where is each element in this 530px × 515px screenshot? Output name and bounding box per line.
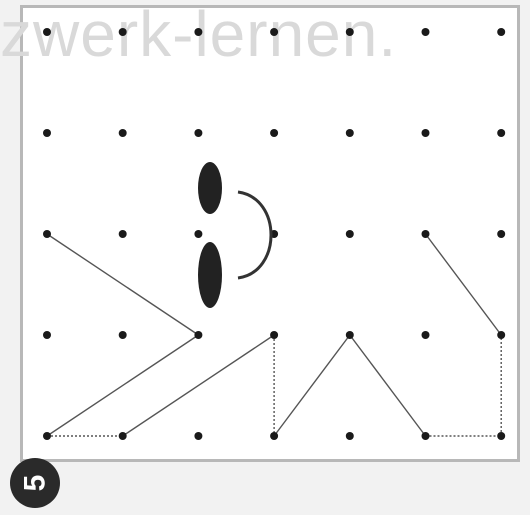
grid-dot [497,129,505,137]
grid-dot [497,28,505,36]
grid-dot [270,129,278,137]
grid-dot [270,28,278,36]
connecting-line [350,335,426,436]
grid-dot [43,129,51,137]
grid-dot [119,28,127,36]
smile-icon [238,192,271,278]
grid-dot [346,331,354,339]
grid-dot [194,230,202,238]
face-layer [198,162,271,308]
grid-dot [194,129,202,137]
grid-dot [194,331,202,339]
grid-dot [497,331,505,339]
grid-dot [422,331,430,339]
grid-dot [422,129,430,137]
connecting-line [47,335,198,436]
grid-dot [270,432,278,440]
grid-dot [43,432,51,440]
grid-dot [43,28,51,36]
connecting-line [426,234,502,335]
grid-dot [422,230,430,238]
grid-dot [119,230,127,238]
connecting-line [47,234,198,335]
exercise-number: 5 [18,475,52,492]
grid-dot [43,331,51,339]
grid-dot [422,432,430,440]
connecting-line [274,335,350,436]
grid-dot [497,230,505,238]
dot-grid-figure [0,0,530,470]
grid-dot [346,432,354,440]
grid-dot [270,331,278,339]
grid-dot [119,331,127,339]
dots-layer [43,28,505,440]
grid-dot [194,28,202,36]
grid-dot [497,432,505,440]
right-eye-icon [198,242,222,308]
connecting-line [123,335,274,436]
grid-dot [346,28,354,36]
grid-dot [346,129,354,137]
grid-dot [43,230,51,238]
grid-dot [422,28,430,36]
grid-dot [119,129,127,137]
grid-dot [119,432,127,440]
grid-dot [194,432,202,440]
grid-dot [346,230,354,238]
left-eye-icon [198,162,222,214]
exercise-number-badge: 5 [10,458,60,508]
